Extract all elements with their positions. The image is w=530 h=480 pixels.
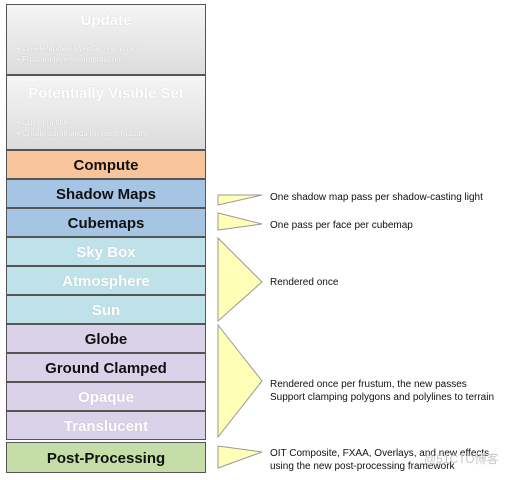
- update-bullet-2: Frustum/layers computation: [17, 54, 205, 65]
- compute-block: Compute: [6, 150, 206, 179]
- compute-label: Compute: [73, 157, 139, 174]
- update-block: Update Create/update WebGL resources Fru…: [6, 4, 206, 75]
- post-callout-arrow: [217, 445, 263, 469]
- pvs-bullet-2: Create commands for each frustum: [17, 128, 205, 139]
- frustum-callout-arrow: [217, 323, 263, 439]
- pvs-bullet-1: Cull primitives: [17, 117, 205, 128]
- atmosphere-label: Atmosphere: [62, 273, 150, 290]
- rendered-once-callout-arrow: [217, 236, 263, 323]
- note-frustum-line1: Rendered once per frustum, the new passe…: [270, 379, 467, 390]
- shadow-callout-arrow: [217, 194, 263, 206]
- translucent-block: Translucent: [6, 411, 206, 440]
- note-cubemaps: One pass per face per cubemap: [270, 220, 413, 231]
- note-post-line2: using the new post-processing framework: [270, 461, 455, 472]
- ground-clamped-block: Ground Clamped: [6, 353, 206, 382]
- cubemap-callout-arrow: [217, 212, 263, 231]
- update-title: Update: [80, 12, 132, 29]
- pvs-block: Potentially Visible Set Cull primitives …: [6, 75, 206, 150]
- note-shadow-maps: One shadow map pass per shadow-casting l…: [270, 192, 483, 203]
- note-frustum-line2: Support clamping polygons and polylines …: [270, 392, 495, 403]
- cubemaps-label: Cubemaps: [67, 215, 145, 232]
- post-processing-label: Post-Processing: [46, 450, 166, 467]
- ground-clamped-label: Ground Clamped: [45, 360, 167, 377]
- atmosphere-block: Atmosphere: [6, 266, 206, 295]
- pvs-title: Potentially Visible Set: [28, 85, 184, 102]
- watermark: @51CTO博客: [424, 452, 499, 466]
- note-rendered-once: Rendered once: [270, 277, 339, 288]
- sun-label: Sun: [91, 302, 121, 319]
- globe-label: Globe: [84, 331, 128, 348]
- update-bullet-1: Create/update WebGL resources: [17, 43, 205, 54]
- sky-box-label: Sky Box: [76, 244, 136, 261]
- cubemaps-block: Cubemaps: [6, 208, 206, 237]
- note-post-line1: OIT Composite, FXAA, Overlays, and new e…: [270, 448, 490, 459]
- globe-block: Globe: [6, 324, 206, 353]
- sun-block: Sun: [6, 295, 206, 324]
- post-processing-block: Post-Processing: [6, 442, 206, 473]
- translucent-label: Translucent: [63, 418, 149, 435]
- shadow-maps-label: Shadow Maps: [55, 186, 156, 203]
- shadow-maps-block: Shadow Maps: [6, 179, 206, 208]
- sky-box-block: Sky Box: [6, 237, 206, 266]
- opaque-label: Opaque: [78, 389, 134, 406]
- opaque-block: Opaque: [6, 382, 206, 411]
